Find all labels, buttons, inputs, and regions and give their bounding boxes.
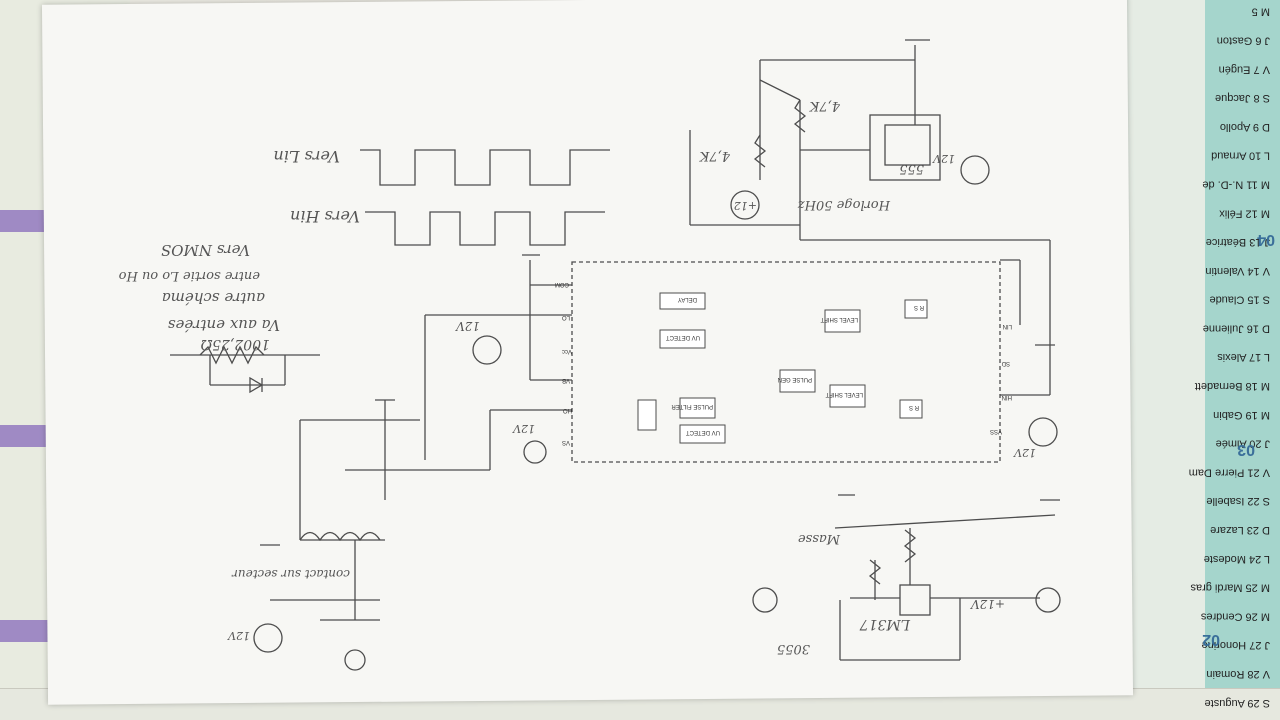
transistor-text: 3055: [777, 641, 810, 656]
contact-note-text: contact sur secteur: [231, 567, 350, 581]
uv-detect-label-2: UV DETECT: [686, 429, 720, 435]
v12-node: [1028, 417, 1058, 447]
v12-node: [523, 440, 547, 464]
pin-com: COM: [555, 281, 569, 287]
ic-labels: DELAY UV DETECT UV DETECT LEVEL SHIFT LE…: [555, 281, 1012, 445]
calendar-right-days: S 29 Auguste V 28 Romain J 27 Honorine M 26…: [1189, 6, 1270, 709]
pin-vcc: Vcc: [562, 348, 572, 354]
week-label: 02: [1202, 631, 1220, 648]
rs-latch: [904, 299, 928, 319]
calendar-day: V 7 Eugén: [1219, 63, 1270, 75]
calendar-day: M 12 Félix: [1219, 207, 1270, 219]
rs-latch: [637, 399, 657, 431]
v12-node: [1035, 587, 1061, 613]
r47k-text: 4,7K: [698, 148, 731, 163]
calendar-day: D 16 Julienne: [1203, 322, 1270, 334]
v12-node: [253, 623, 283, 653]
calendar-day: M 19 Gabin: [1213, 409, 1270, 421]
pulse-gen-block: [779, 369, 816, 393]
pin-lin: LIN: [1003, 323, 1012, 329]
calendar-day: V 14 Valentin: [1205, 265, 1270, 277]
calendar-day: D 9 Apollo: [1220, 121, 1270, 133]
note-line3: entre sortie Lo ou Ho: [118, 268, 260, 283]
level-shift-label-2: LEVEL SHIFT: [825, 391, 863, 397]
schematic-wires: [170, 39, 1060, 661]
vers-lin-text: Vers Lin: [273, 147, 340, 166]
calendar-day: M 25 Mardi gras: [1190, 582, 1270, 594]
contact-node: [344, 649, 366, 671]
v12-top-text: 12V: [932, 152, 955, 165]
calendar-day: J 6 Gaston: [1217, 34, 1270, 46]
lm317-text: LM317: [860, 616, 911, 632]
pulse-filter-label: PULSE FILTER: [671, 403, 713, 409]
v12-right-text: 12V: [1013, 446, 1036, 459]
rs-label-2: R S: [909, 404, 919, 410]
note-line2: autre schéma: [162, 289, 265, 307]
level-shift-block: [829, 384, 866, 408]
delay-block: [659, 292, 706, 310]
plus12v-text: +12V: [970, 597, 1005, 611]
pin-vs: VS: [562, 439, 570, 445]
uv-detect-label: UV DETECT: [666, 334, 700, 340]
calendar-right-page: [1120, 0, 1280, 720]
week-label: 03: [1237, 441, 1255, 458]
calendar-day: J 20 Aimée: [1216, 438, 1270, 450]
calendar-day: S 15 Claude: [1209, 294, 1270, 306]
pin-lo: LO: [562, 314, 570, 320]
calendar-day: L 10 Arnaud: [1211, 150, 1270, 162]
week-label: 04: [1257, 231, 1275, 248]
note-line4: Vers NMOS: [161, 241, 250, 259]
calendar-day: M 26 Cendres: [1200, 610, 1270, 622]
pulse-filter-block: [679, 397, 716, 419]
calendar-day: D 23 Lazare: [1210, 524, 1270, 536]
uv-detect-block: [659, 329, 706, 349]
calendar-day: S 29 Auguste: [1205, 697, 1270, 709]
calendar-day: M 5: [1252, 6, 1270, 18]
horloge-text: Horloge 50Hz: [798, 197, 891, 212]
v12-left-text: 12V: [512, 422, 535, 435]
handwritten-notes: Vers Lin Vers Hin Horloge 50Hz 555 4,7K …: [118, 98, 1036, 656]
delay-label: DELAY: [678, 296, 697, 302]
v12-center-text: 12V: [455, 319, 480, 333]
pin-hin: HIN: [1002, 394, 1012, 400]
note-line1: Va aux entrées: [168, 316, 280, 334]
calendar-day: M 18 Bernadett: [1195, 380, 1270, 392]
level-shift-label: LEVEL SHIFT: [820, 316, 858, 322]
plus12-text: +12: [734, 199, 757, 212]
v12-node: [472, 335, 502, 365]
calendar-day: L 24 Modeste: [1204, 553, 1270, 565]
r47k-text-2: 4,7K: [808, 98, 841, 113]
pin-ho: HO: [563, 407, 572, 413]
level-shift-block: [824, 309, 861, 333]
supply-nodes: [253, 155, 1061, 671]
rs-label: R S: [914, 304, 924, 310]
ic-blocks: [637, 292, 928, 444]
calendar-day: M 11 N.-D. de: [1202, 178, 1270, 190]
calendar-week-labels: 04 03 02: [1202, 231, 1275, 648]
calendar-day: J 13 Béatrice: [1206, 236, 1270, 248]
pulse-gen-label: PULSE GEN: [778, 376, 812, 382]
pin-sd: SD: [1001, 360, 1010, 366]
pin-vb: VB: [562, 377, 570, 383]
vers-hin-text: Vers Hin: [290, 207, 360, 226]
v12-node: [960, 155, 990, 185]
calendar-teal-column: [1205, 0, 1280, 720]
calendar-day: V 28 Romain: [1206, 668, 1270, 680]
calendar-day: S 22 Isabelle: [1206, 495, 1270, 507]
calendar-day: S 8 Jacque: [1215, 92, 1270, 104]
calendar-day: V 21 Pierre Dam: [1189, 466, 1270, 478]
pin-vss: VSS: [990, 428, 1002, 434]
v12-node: [752, 587, 778, 613]
uv-detect-block: [679, 424, 726, 444]
plus12-node: [730, 190, 760, 220]
masse-text: Masse: [798, 531, 841, 546]
ic555-text: 555: [899, 161, 924, 176]
rs-latch: [899, 399, 923, 419]
calendar-day: L 17 Alexis: [1217, 351, 1270, 363]
calendar-day: J 27 Honorine: [1202, 639, 1271, 651]
v12-bottom-text: 12V: [227, 629, 250, 642]
resistor-value-text: 1002,25Ω: [200, 336, 270, 352]
